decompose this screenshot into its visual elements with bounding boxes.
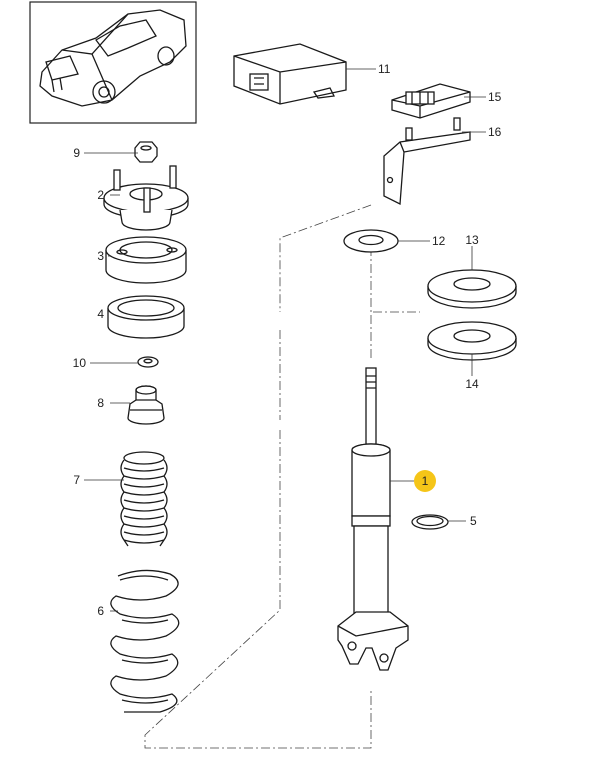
callout-3[interactable]: 3 — [97, 249, 104, 263]
seal-ring-part-5 — [411, 514, 449, 530]
callout-2[interactable]: 2 — [97, 188, 104, 202]
support-disc-part-14 — [427, 321, 517, 361]
spacer-ring-part — [105, 236, 187, 284]
callout-1-highlight — [414, 470, 436, 492]
callout-7[interactable]: 7 — [73, 473, 80, 487]
bump-stop-part — [127, 385, 165, 425]
callout-11[interactable]: 11 — [378, 62, 391, 76]
callout-15[interactable]: 15 — [488, 90, 502, 104]
callout-1[interactable]: 1 — [422, 474, 429, 488]
bracket-sensor-part — [391, 83, 471, 119]
callout-labels: 1 2 3 4 5 6 7 8 9 10 11 12 13 14 15 16 — [73, 62, 502, 618]
car-outline-icon — [39, 9, 187, 107]
vehicle-thumbnail — [29, 1, 197, 124]
mounting-bracket-part — [383, 117, 471, 206]
callout-14[interactable]: 14 — [465, 377, 479, 391]
rubber-ring-part — [107, 295, 185, 339]
coil-spring-part — [110, 569, 180, 713]
nut-part — [134, 141, 158, 163]
control-unit-part — [233, 43, 347, 105]
callout-10[interactable]: 10 — [73, 356, 87, 370]
callout-5[interactable]: 5 — [470, 514, 477, 528]
shock-absorber-part — [337, 367, 409, 671]
leader-lines — [84, 68, 486, 612]
callout-13[interactable]: 13 — [465, 233, 479, 247]
callout-16[interactable]: 16 — [488, 125, 502, 139]
callout-9[interactable]: 9 — [73, 146, 80, 160]
callout-4[interactable]: 4 — [97, 307, 104, 321]
callout-8[interactable]: 8 — [97, 396, 104, 410]
bellows-part — [120, 451, 168, 547]
washer-part-12 — [343, 229, 399, 253]
callout-6[interactable]: 6 — [97, 604, 104, 618]
callout-12[interactable]: 12 — [432, 234, 446, 248]
support-disc-part-13 — [427, 269, 517, 309]
top-mount-part — [103, 165, 189, 231]
small-washer-part — [137, 356, 159, 368]
